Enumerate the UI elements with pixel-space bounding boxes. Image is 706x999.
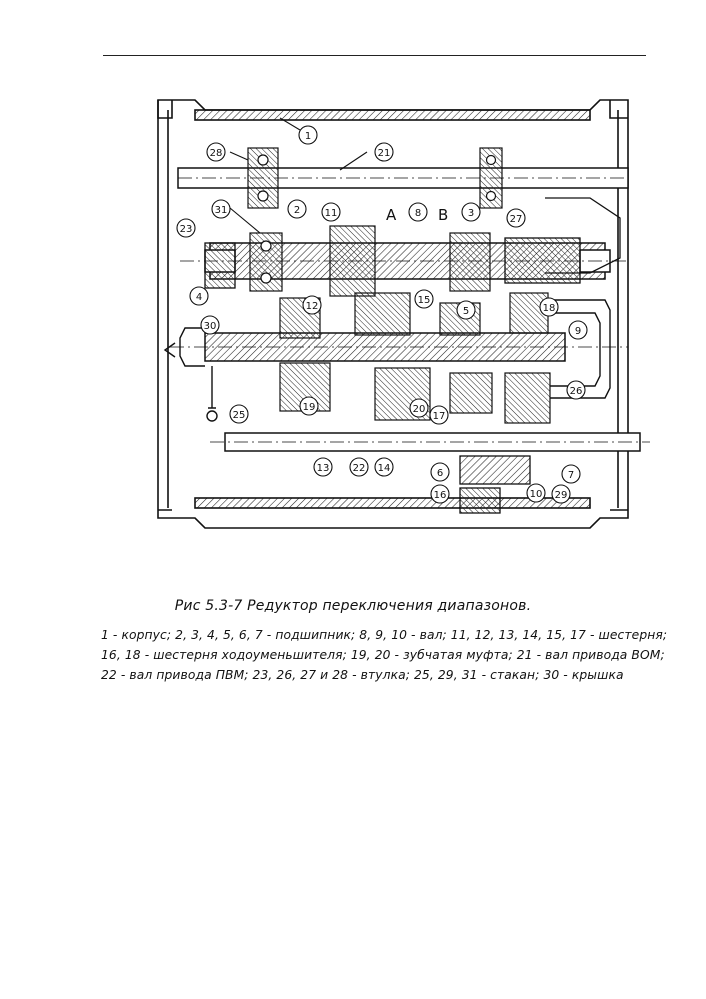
- callout-31: [211, 199, 231, 219]
- callout-labels: 1 2 3 4 5 6 7 8 9 10 11 12 13 14 15 16 1…: [180, 131, 583, 501]
- callout-23: [176, 218, 196, 238]
- callout-label: 15: [418, 295, 431, 306]
- callout-label: 16: [434, 490, 447, 501]
- callout-17: [429, 405, 449, 425]
- callout-21: [374, 142, 394, 162]
- callout-label: 21: [378, 148, 391, 159]
- header-rule: [103, 55, 646, 56]
- callout-label: 28: [210, 148, 223, 159]
- bearing-28: [247, 147, 279, 209]
- callout-14: [374, 457, 394, 477]
- legend-line-2: 16, 18 - шестерня ходоуменьшителя; 19, 2…: [101, 648, 665, 662]
- callout-label: 18: [543, 303, 556, 314]
- callout-4: [189, 286, 209, 306]
- callout-label: 23: [180, 224, 193, 235]
- callout-25: [229, 404, 249, 424]
- callout-label: 2: [294, 205, 300, 216]
- bearing-2: [249, 232, 283, 292]
- shaft-9: [170, 332, 628, 362]
- callout-15: [414, 289, 434, 309]
- legend-line-1: 1 - корпус; 2, 3, 4, 5, 6, 7 - подшипник…: [101, 628, 668, 642]
- callout-28: [206, 142, 226, 162]
- callout-27: [506, 208, 526, 228]
- gear-3-block: [449, 232, 491, 292]
- callout-29: [551, 484, 571, 504]
- callout-22: [349, 457, 369, 477]
- letter-b: B: [438, 206, 448, 224]
- callout-8: [408, 202, 428, 222]
- callout-label: 19: [303, 402, 316, 413]
- gear-block-12: [279, 292, 481, 339]
- gear-11: [329, 225, 376, 297]
- legend-line-3: 22 - вал привода ПВМ; 23, 26, 27 и 28 - …: [101, 668, 624, 682]
- callout-label: 10: [530, 489, 543, 500]
- callouts: [176, 117, 588, 504]
- callout-18: [539, 297, 559, 317]
- bush-23: [204, 242, 236, 289]
- callout-16: [430, 484, 450, 504]
- callout-2: [287, 199, 307, 219]
- bush-27: [504, 197, 621, 284]
- shaft-22: [210, 432, 650, 452]
- callout-label: 31: [215, 205, 228, 216]
- callout-3: [461, 202, 481, 222]
- callout-label: 1: [305, 131, 311, 142]
- callout-label: 27: [510, 214, 523, 225]
- callout-label: 5: [463, 306, 469, 317]
- callout-30: [200, 315, 220, 335]
- gearbox-drawing: 1 2 3 4 5 6 7 8 9 10 11 12 13 14 15 16 1…: [157, 99, 650, 529]
- callout-label: 29: [555, 490, 568, 501]
- callout-label: 25: [233, 410, 246, 421]
- cover-30: [163, 327, 218, 422]
- callout-11: [321, 202, 341, 222]
- shaft-21: [177, 167, 629, 189]
- callout-label: 6: [437, 468, 443, 479]
- callout-label: 14: [378, 463, 391, 474]
- callout-label: 11: [325, 208, 338, 219]
- callout-26: [566, 380, 586, 400]
- callout-12: [302, 295, 322, 315]
- callout-10: [526, 483, 546, 503]
- callout-9: [568, 320, 588, 340]
- callout-7: [561, 464, 581, 484]
- callout-20: [409, 398, 429, 418]
- callout-label: 4: [196, 292, 202, 303]
- callout-6: [430, 462, 450, 482]
- callout-label: 22: [353, 463, 366, 474]
- callout-label: 7: [568, 470, 574, 481]
- gear-block-lower: [279, 362, 551, 424]
- callout-label: 17: [433, 411, 446, 422]
- callout-19: [299, 396, 319, 416]
- section-letters: A B: [386, 206, 448, 224]
- callout-5: [456, 300, 476, 320]
- callout-label: 9: [575, 326, 581, 337]
- letter-a: A: [386, 206, 397, 224]
- shaft-10: [459, 455, 531, 514]
- callout-label: 13: [317, 463, 330, 474]
- bearing-3: [479, 147, 503, 209]
- housing-cover-9: [550, 299, 611, 399]
- callout-1: [298, 125, 318, 145]
- callout-label: 8: [415, 208, 421, 219]
- callout-13: [313, 457, 333, 477]
- figure-caption: Рис 5.3-7 Редуктор переключения диапазон…: [174, 598, 532, 614]
- callout-label: 12: [306, 301, 319, 312]
- callout-label: 30: [204, 321, 217, 332]
- callout-label: 3: [468, 208, 474, 219]
- callout-label: 26: [570, 386, 583, 397]
- callout-label: 20: [413, 404, 426, 415]
